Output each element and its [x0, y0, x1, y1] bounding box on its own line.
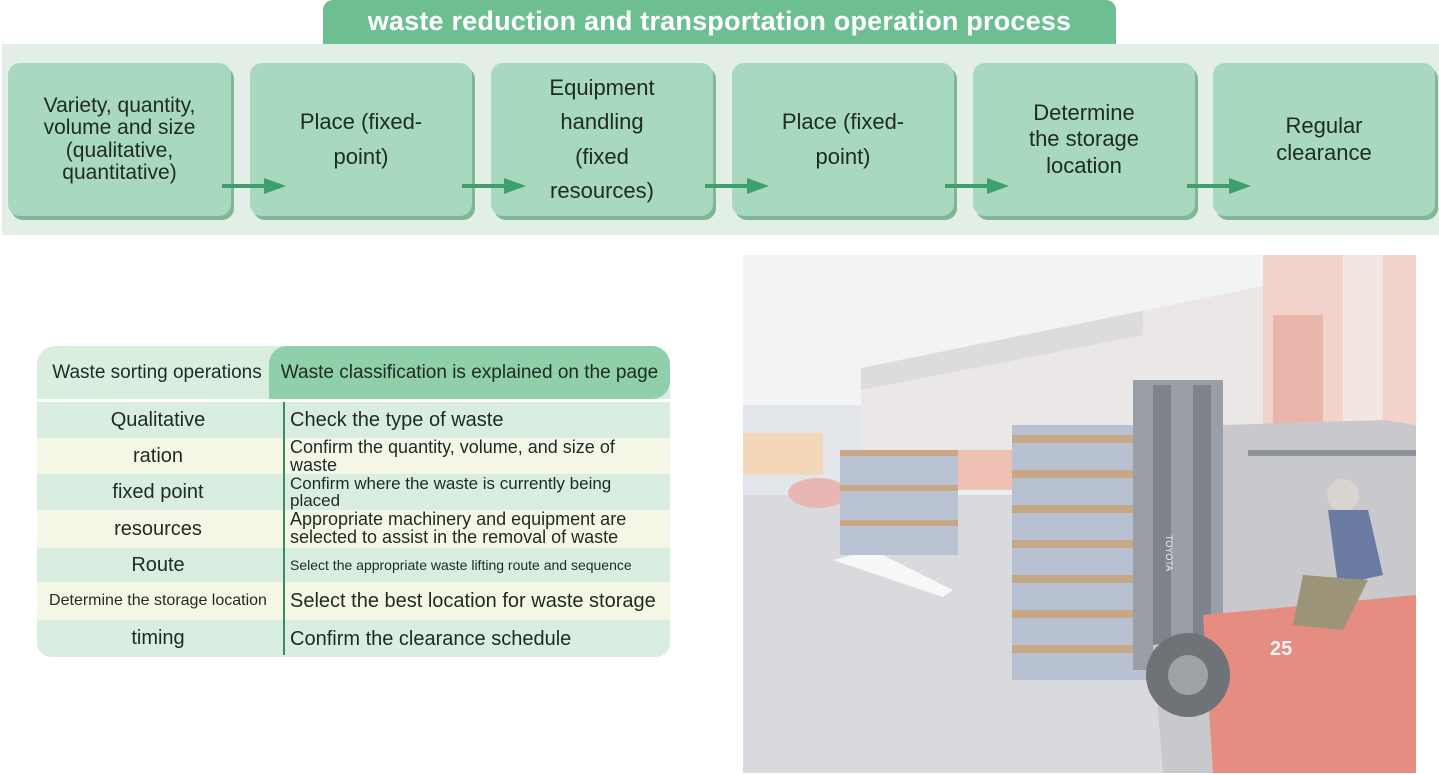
flow-step-variety: Variety, quantity, volume and size (qual…	[8, 63, 231, 216]
row-label: timing	[131, 627, 185, 649]
process-title: waste reduction and transportation opera…	[323, 0, 1116, 44]
flow-arrow-icon	[945, 178, 1009, 194]
forklift-capacity-text: 25	[1270, 638, 1292, 660]
flow-arrow-icon	[705, 178, 769, 194]
row-description: Confirm where the waste is currently bei…	[290, 474, 612, 510]
row-description: Confirm the clearance schedule	[290, 627, 572, 650]
forklift-pallet-scene-image: 25 TOYOTA	[743, 255, 1416, 773]
flow-step-place: Place (fixed-point)	[250, 63, 472, 216]
column-divider	[283, 402, 285, 655]
row-label: Route	[131, 553, 185, 576]
row-label: Qualitative	[110, 408, 206, 431]
process-flow-band	[2, 44, 1439, 235]
forklift-brand-text: TOYOTA	[1164, 535, 1174, 571]
flow-step-label: Equipment handling (fixed resources)	[549, 75, 655, 203]
waste-sorting-table: Waste sorting operations Waste classific…	[37, 346, 670, 657]
flow-step-label: Place (fixed-point)	[299, 109, 423, 169]
row-label: Determine the storage location	[49, 592, 267, 609]
flow-step-label: Place (fixed-point)	[781, 109, 905, 169]
table-row: timing Confirm the clearance schedule	[37, 620, 670, 657]
row-label: fixed point	[112, 480, 204, 503]
flow-arrow-icon	[462, 178, 526, 194]
flow-step-storage-location: Determine the storage location	[973, 63, 1195, 216]
table-header: Waste sorting operations Waste classific…	[37, 346, 670, 399]
flow-step-label: Variety, quantity, volume and size (qual…	[43, 94, 196, 184]
table-row: ration Confirm the quantity, volume, and…	[37, 438, 670, 474]
table-row: Qualitative Check the type of waste	[37, 402, 670, 438]
row-description: Confirm the quantity, volume, and size o…	[290, 437, 615, 475]
flow-step-equipment-handling: Equipment handling (fixed resources)	[491, 63, 713, 216]
row-description: Select the best location for waste stora…	[290, 590, 656, 612]
forklift-photo: 25 TOYOTA	[743, 255, 1416, 773]
table-header-right: Waste classification is explained on the…	[269, 346, 670, 399]
row-label: resources	[114, 517, 202, 540]
table-row: fixed point Confirm where the waste is c…	[37, 474, 670, 510]
flow-arrow-icon	[222, 178, 286, 194]
row-description: Select the appropriate waste lifting rou…	[290, 557, 632, 573]
table-row: resources Appropriate machinery and equi…	[37, 510, 670, 548]
flow-step-regular-clearance: Regular clearance	[1213, 63, 1435, 216]
table-header-left: Waste sorting operations	[52, 361, 262, 383]
row-description: Appropriate machinery and equipment are …	[290, 509, 627, 547]
row-description: Check the type of waste	[290, 409, 504, 431]
flow-step-place-2: Place (fixed-point)	[732, 63, 954, 216]
flow-step-label: Regular clearance	[1276, 113, 1372, 165]
table-row: Determine the storage location Select th…	[37, 582, 670, 620]
flow-step-label: Determine the storage location	[1028, 99, 1140, 178]
table-row: Route Select the appropriate waste lifti…	[37, 548, 670, 582]
flow-arrow-icon	[1187, 178, 1251, 194]
row-label: ration	[132, 444, 184, 467]
